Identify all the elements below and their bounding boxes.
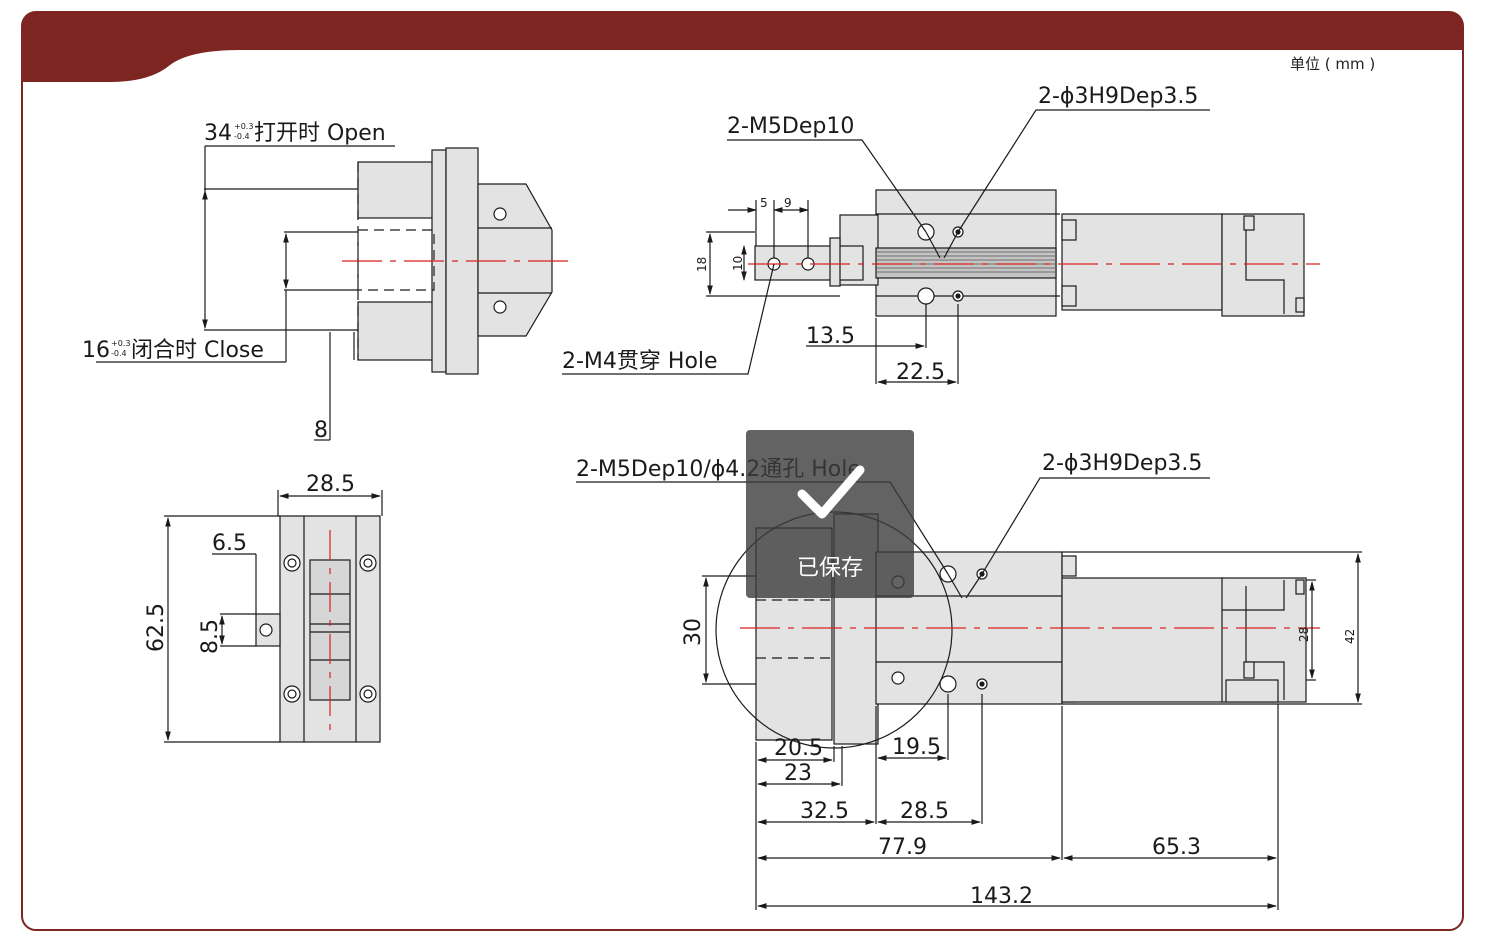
dim-28-5-label: 28.5 xyxy=(900,799,949,824)
dim-10-label: 10 xyxy=(731,256,745,271)
motor-endcap xyxy=(1221,213,1305,317)
dim-6-5-label: 6.5 xyxy=(212,531,247,556)
dim-8-5-label: 8.5 xyxy=(198,619,223,654)
dim-28-label: 28 xyxy=(1297,627,1311,642)
dim-20-5-label: 20.5 xyxy=(774,736,823,761)
bottom-left-view xyxy=(164,490,383,743)
close-tolerance-upper: +0.3 xyxy=(111,339,130,348)
dim-8-label: 8 xyxy=(314,418,328,443)
callout-phi-top: 2-ϕ3H9Dep3.5 xyxy=(1038,84,1198,109)
callout-m4: 2-M4贯穿 Hole xyxy=(562,349,718,374)
dim-32-5-label: 32.5 xyxy=(800,799,849,824)
open-dimension-value: 34 xyxy=(204,121,232,146)
open-tolerance-upper: +0.3 xyxy=(234,122,253,131)
top-left-view xyxy=(96,145,575,441)
dim-19-5-label: 19.5 xyxy=(892,735,941,760)
dim-77-9-label: 77.9 xyxy=(878,835,927,860)
dim-13-5-label: 13.5 xyxy=(806,324,855,349)
saved-toast: 已保存 xyxy=(746,430,914,598)
dim-62-5-label: 62.5 xyxy=(144,603,169,652)
screw-hole xyxy=(493,207,507,221)
dim-18-label: 18 xyxy=(695,257,709,272)
bottom-left-labels: 28.5 6.5 62.5 8.5 xyxy=(144,472,355,654)
gripper-body xyxy=(477,183,553,337)
open-label: 打开时 Open xyxy=(254,121,386,146)
screw-hole xyxy=(493,300,507,314)
dim-5-label: 5 xyxy=(760,196,768,210)
top-right-labels: 2-M5Dep10 2-ϕ3H9Dep3.5 2-M4贯穿 Hole 5 9 1… xyxy=(562,84,1198,385)
top-right-view xyxy=(562,109,1320,385)
dim-23-label: 23 xyxy=(784,761,812,786)
gripper-jaw-lower xyxy=(357,301,439,361)
dim-143-2-label: 143.2 xyxy=(970,884,1033,909)
callout-m5-top: 2-M5Dep10 xyxy=(727,114,854,139)
top-left-labels: 34 +0.3 -0.4 打开时 Open 16 +0.3 -0.4 闭合时 C… xyxy=(82,121,386,443)
gripper-jaw-upper xyxy=(357,161,439,219)
close-tolerance-lower: -0.4 xyxy=(111,349,127,358)
dim-65-3-label: 65.3 xyxy=(1152,835,1201,860)
header-band xyxy=(22,12,1463,82)
close-dimension-value: 16 xyxy=(82,338,110,363)
dim-22-5-label: 22.5 xyxy=(896,360,945,385)
dim-30-label: 30 xyxy=(681,618,706,646)
checkmark-icon xyxy=(797,465,865,519)
motor-body xyxy=(1061,213,1223,311)
callout-phi-bottom: 2-ϕ3H9Dep3.5 xyxy=(1042,451,1202,476)
dim-28-5-side-label: 28.5 xyxy=(306,472,355,497)
motor-body-bottom xyxy=(1061,577,1225,703)
dim-42-label: 42 xyxy=(1343,629,1357,644)
dim-9-label: 9 xyxy=(784,196,792,210)
close-label: 闭合时 Close xyxy=(131,338,264,363)
unit-label: 单位 ( mm ) xyxy=(1290,55,1375,73)
toast-label: 已保存 xyxy=(796,556,863,581)
open-tolerance-lower: -0.4 xyxy=(234,132,250,141)
